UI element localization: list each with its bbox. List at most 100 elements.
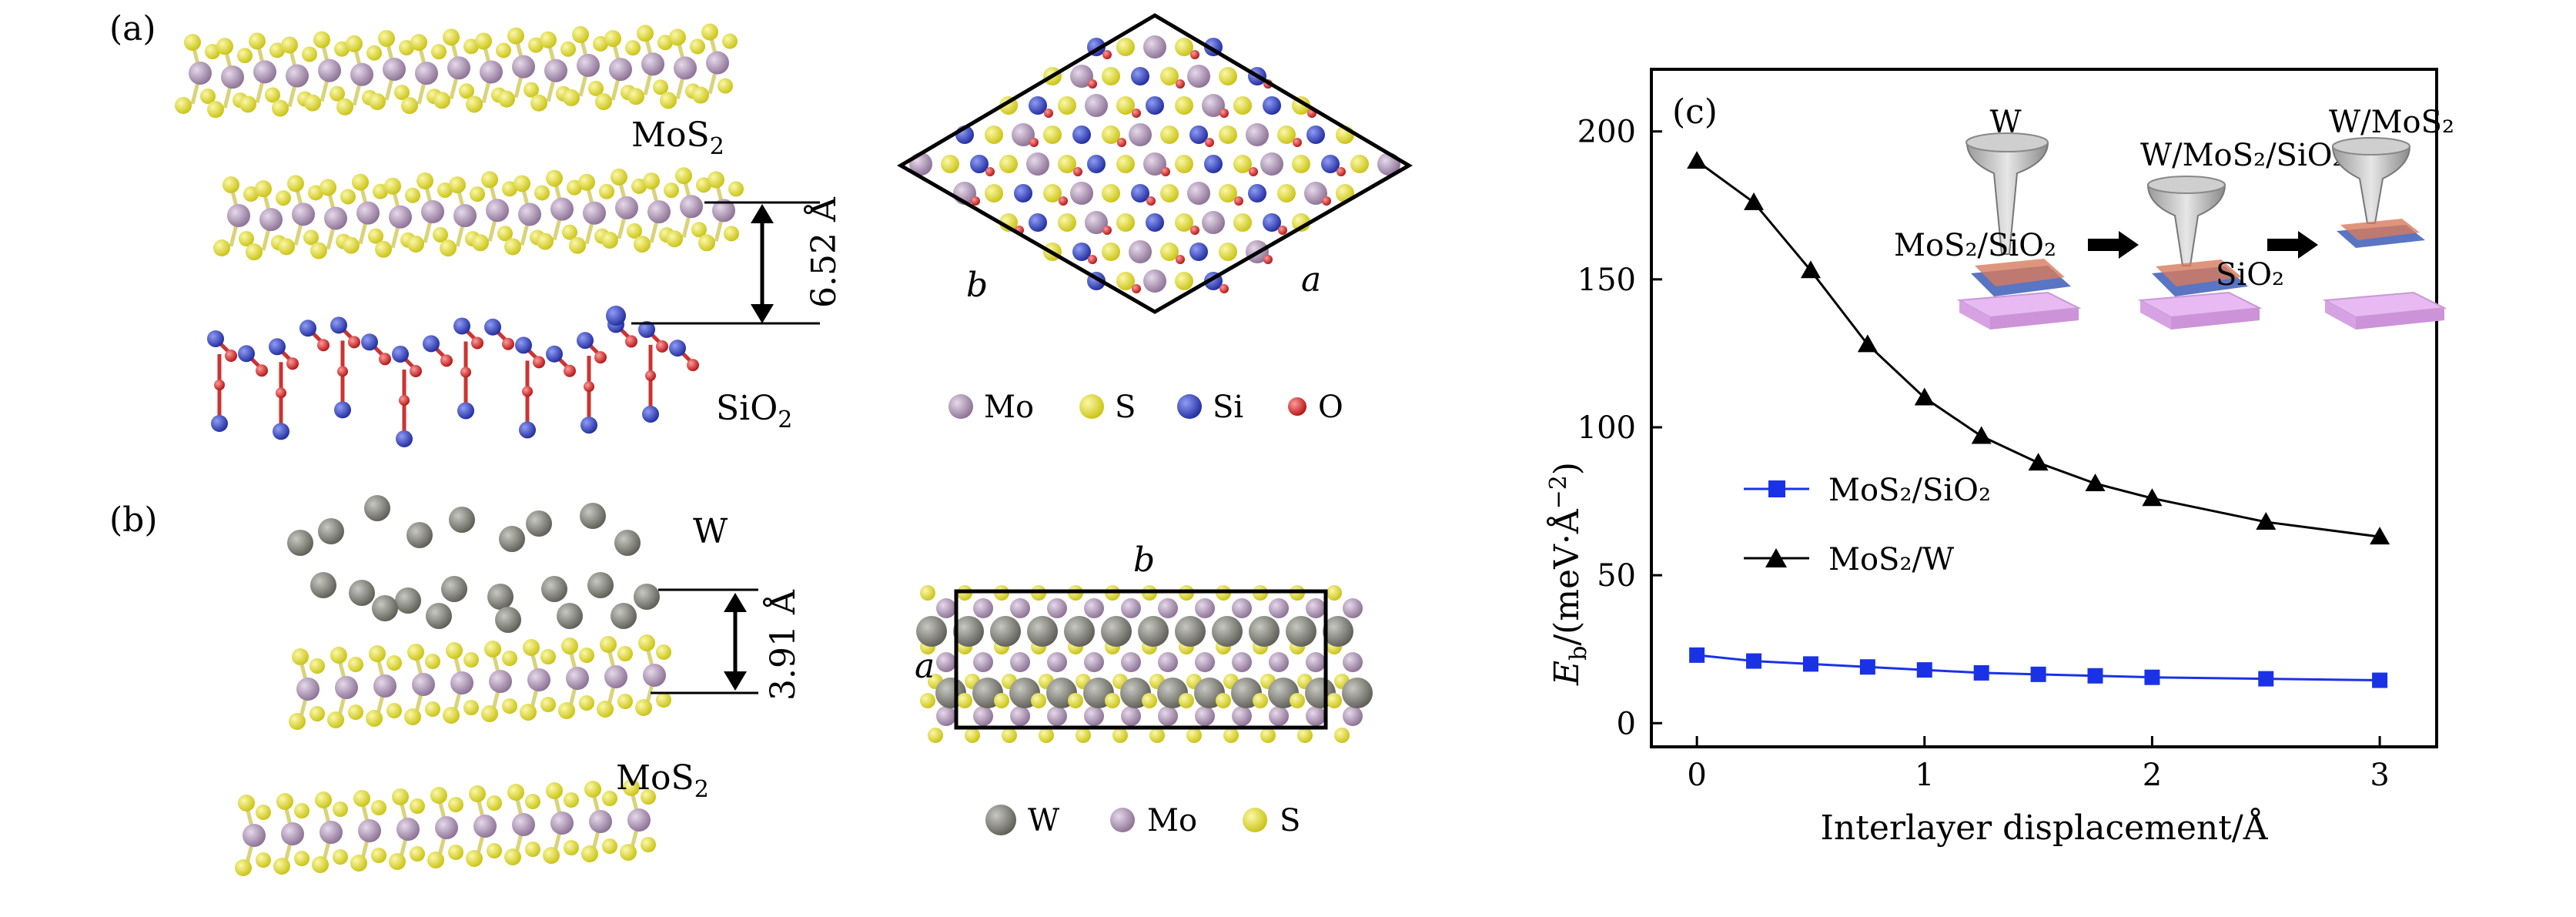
oxygen-atom bbox=[564, 364, 576, 377]
sulfur-atom bbox=[593, 35, 608, 52]
silicon-atom bbox=[577, 332, 594, 350]
oxygen-atom bbox=[645, 370, 656, 381]
sulfur-atom bbox=[625, 40, 641, 56]
molybdenum-atom bbox=[1195, 706, 1215, 726]
sulfur-atom bbox=[611, 168, 627, 186]
sulfur-atom bbox=[287, 175, 304, 192]
sulfur-atom bbox=[205, 44, 220, 59]
sulfur-atom bbox=[446, 642, 463, 659]
sulfur-atom bbox=[312, 856, 329, 873]
sulfur-atom bbox=[405, 187, 420, 203]
oxygen-atom bbox=[1161, 167, 1170, 176]
molybdenum-atom bbox=[512, 813, 535, 836]
molybdenum-atom bbox=[1121, 706, 1141, 726]
sulfur-atom bbox=[410, 798, 425, 814]
sulfur-atom bbox=[578, 173, 595, 191]
oxygen-atom bbox=[1234, 196, 1243, 206]
top-view-atom bbox=[1129, 123, 1152, 146]
sulfur-atom bbox=[427, 852, 444, 868]
top-view-atom bbox=[1204, 155, 1223, 173]
legend-mo-swatch bbox=[948, 394, 973, 419]
molybdenum-atom bbox=[1232, 652, 1252, 672]
sulfur-atom bbox=[604, 30, 621, 48]
top-view-atom bbox=[1219, 184, 1237, 202]
molybdenum-atom bbox=[609, 58, 632, 82]
data-point-triangle bbox=[1857, 334, 1878, 353]
silicon-atom bbox=[334, 401, 351, 419]
top-view-atom bbox=[1321, 155, 1340, 173]
top-view-atom bbox=[1350, 155, 1369, 173]
top-view-atom bbox=[1219, 243, 1237, 261]
molybdenum-atom bbox=[1343, 652, 1363, 672]
sulfur-atom bbox=[666, 230, 683, 248]
tungsten-atom bbox=[526, 510, 552, 537]
top-view-atom bbox=[1058, 155, 1076, 173]
molybdenum-atom bbox=[1269, 652, 1289, 672]
sulfur-atom bbox=[265, 87, 280, 103]
sulfur-atom bbox=[637, 25, 654, 42]
sulfur-atom bbox=[333, 802, 348, 817]
sulfur-atom bbox=[1149, 728, 1165, 743]
tungsten-atom bbox=[364, 495, 390, 521]
sulfur-atom bbox=[294, 803, 309, 818]
top-view-atom bbox=[1292, 155, 1310, 173]
oxygen-atom bbox=[1088, 79, 1097, 89]
top-view-atom bbox=[1246, 123, 1269, 146]
sulfur-atom bbox=[920, 585, 935, 601]
molybdenum-atom bbox=[412, 673, 435, 696]
silicon-atom bbox=[269, 338, 286, 356]
top-view-atom bbox=[1043, 126, 1062, 144]
molybdenum-atom bbox=[243, 824, 266, 847]
panel-a: (a) MoS2 SiO2 6.52 Å b a Mo S bbox=[109, 9, 1413, 447]
molybdenum-atom bbox=[1010, 652, 1030, 672]
top-view-atom bbox=[1070, 182, 1093, 205]
tungsten-atom bbox=[557, 603, 583, 629]
sulfur-atom bbox=[546, 782, 563, 799]
sulfur-atom bbox=[690, 38, 705, 55]
sulfur-atom bbox=[175, 97, 192, 114]
legend-si-label: Si bbox=[1213, 390, 1243, 425]
tungsten-atom bbox=[406, 522, 433, 548]
top-view-atom bbox=[1277, 126, 1296, 144]
sulfur-atom bbox=[238, 795, 255, 812]
sulfur-atom bbox=[352, 173, 369, 191]
data-point-triangle bbox=[2028, 453, 2049, 471]
panel-a-top-view bbox=[909, 35, 1400, 293]
sulfur-atom bbox=[330, 647, 347, 664]
chart-ylabel: Eb/(meV·Å−2) bbox=[1545, 462, 1592, 686]
panel-b-legend: W Mo S bbox=[985, 803, 1300, 838]
inset-tip-1 bbox=[1965, 142, 2049, 255]
molybdenum-atom bbox=[577, 53, 600, 77]
tungsten-atom bbox=[349, 580, 375, 606]
sulfur-atom bbox=[563, 89, 580, 106]
oxygen-atom bbox=[985, 167, 995, 176]
chart-frame bbox=[1650, 68, 2438, 748]
sulfur-atom bbox=[239, 231, 254, 246]
molybdenum-atom bbox=[615, 196, 638, 219]
top-view-atom bbox=[1029, 213, 1047, 232]
sulfur-atom bbox=[507, 27, 524, 45]
sulfur-atom bbox=[378, 29, 395, 47]
sulfur-atom bbox=[330, 85, 345, 102]
top-view-atom bbox=[1175, 155, 1193, 173]
sulfur-atom bbox=[334, 41, 350, 57]
sulfur-atom bbox=[530, 94, 547, 112]
molybdenum-atom bbox=[1158, 706, 1178, 726]
data-point-square bbox=[1859, 659, 1875, 675]
sulfur-atom bbox=[525, 794, 540, 809]
molybdenum-atom bbox=[512, 55, 535, 79]
molybdenum-atom bbox=[421, 199, 444, 223]
oxygen-atom bbox=[533, 356, 545, 369]
sulfur-atom bbox=[581, 845, 598, 862]
sulfur-atom bbox=[487, 795, 502, 811]
top-view-atom bbox=[1146, 213, 1164, 232]
sulfur-atom bbox=[216, 38, 233, 55]
sulfur-atom bbox=[386, 655, 402, 671]
molybdenum-atom bbox=[518, 202, 541, 226]
top-view-atom bbox=[1085, 211, 1108, 234]
legend-sio2-label: MoS₂/SiO₂ bbox=[1828, 473, 1991, 508]
sulfur-atom bbox=[375, 240, 392, 258]
tungsten-atom bbox=[441, 576, 467, 602]
oxygen-atom bbox=[214, 380, 225, 390]
sulfur-atom bbox=[431, 44, 447, 60]
